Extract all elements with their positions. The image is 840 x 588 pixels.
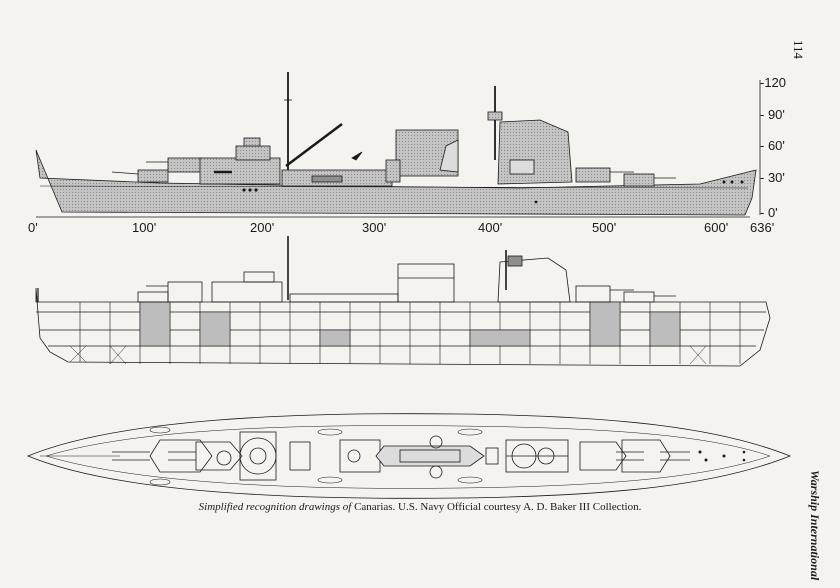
length-scale-label: 100'	[132, 220, 157, 235]
crane-boom	[285, 123, 343, 167]
length-scale-label: 300'	[362, 220, 387, 235]
height-scale-label: - 90'	[760, 107, 785, 122]
turret-y	[623, 173, 655, 187]
length-scale-label: 500'	[592, 220, 617, 235]
shaded-profile-drawing	[35, 72, 757, 216]
running-title: Warship International	[808, 470, 822, 581]
plan-view-drawing	[26, 413, 792, 499]
caption-regular: Canarias. U.S. Navy Official courtesy A.…	[351, 501, 642, 513]
length-scale-label: 0'	[28, 220, 38, 235]
aft-superstructure	[497, 119, 573, 185]
turret-x	[575, 167, 611, 183]
length-scale-label: 636'	[750, 220, 775, 235]
length-scale-label: 600'	[704, 220, 729, 235]
figure-caption: Simplified recognition drawings of Canar…	[0, 501, 840, 513]
turret-b	[167, 157, 203, 173]
caption-italic: Simplified recognition drawings of	[198, 501, 352, 513]
length-scale-label: 400'	[478, 220, 503, 235]
length-scale-label: 200'	[250, 220, 275, 235]
turret-a	[137, 169, 169, 183]
page-number: 114	[791, 40, 806, 60]
compartment-profile-drawing	[35, 236, 771, 367]
height-scale-label: - 0'	[760, 205, 778, 220]
height-scale-label: - 30'	[760, 170, 785, 185]
forward-superstructure	[199, 157, 281, 185]
height-scale-label: - 60'	[760, 138, 785, 153]
height-scale-label: -120	[760, 75, 787, 90]
